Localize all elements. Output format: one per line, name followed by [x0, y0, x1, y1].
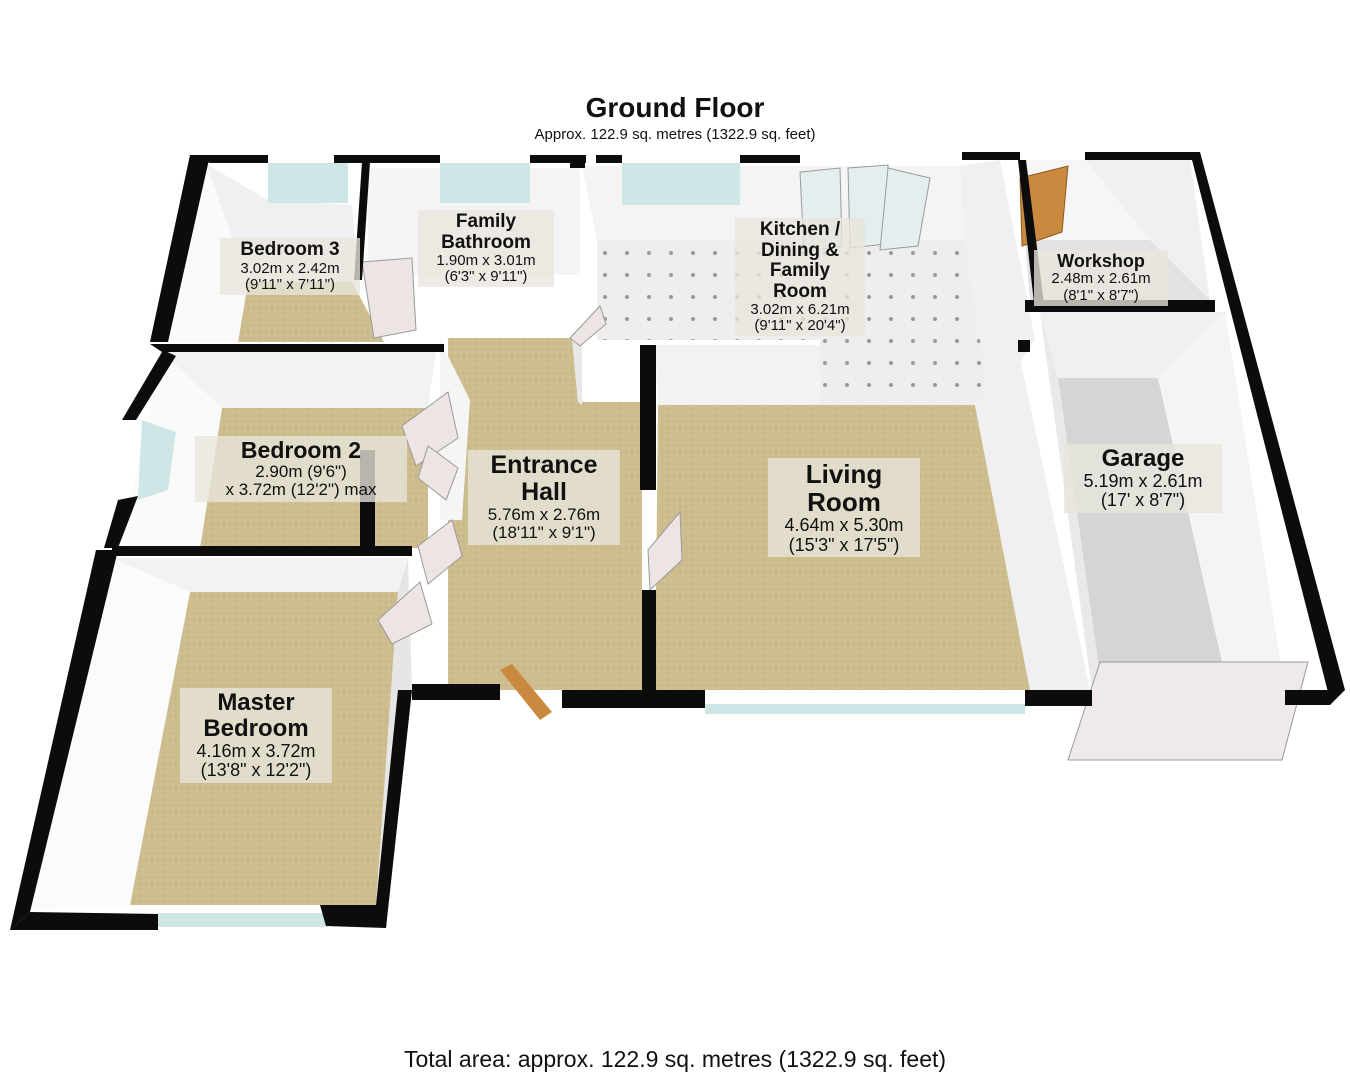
room-name: Bedroom 3 — [240, 239, 340, 260]
room-label-family-bathroom: Family Bathroom 1.90m x 3.01m (6'3" x 9'… — [418, 210, 554, 288]
room-dim-imperial: (6'3" x 9'11") — [444, 268, 528, 286]
room-dim-imperial: (9'11" x 20'4") — [754, 317, 846, 335]
room-name-line2: Room — [807, 487, 881, 518]
room-name-line2: Bedroom — [203, 714, 309, 742]
room-dim-line2: x 3.72m (12'2") max — [225, 480, 377, 500]
floor-title-block: Ground Floor Approx. 122.9 sq. metres (1… — [460, 92, 890, 143]
bedroom-3-floor — [238, 282, 384, 342]
room-label-garage: Garage 5.19m x 2.61m (17' x 8'7") — [1064, 444, 1222, 513]
room-label-master-bedroom: Master Bedroom 4.16m x 3.72m (13'8" x 12… — [180, 688, 332, 783]
doors — [361, 164, 1309, 761]
windows — [138, 163, 1025, 927]
room-name-line1: Master — [217, 689, 295, 716]
room-dim-metric: 3.02m x 6.21m — [750, 301, 850, 319]
floor-title: Ground Floor — [585, 92, 765, 123]
room-dim-imperial: (13'8" x 12'2") — [200, 760, 312, 781]
room-dim-metric: 4.64m x 5.30m — [784, 515, 904, 536]
room-name-line1: Living — [805, 459, 883, 489]
room-name: Bedroom 2 — [240, 437, 362, 463]
room-name-line1: Family — [455, 211, 517, 232]
room-name-line2: Dining & — [760, 239, 840, 261]
room-name-line2: Hall — [521, 478, 567, 506]
room-name-line2: Bathroom — [441, 231, 531, 253]
room-dim-metric: 5.76m x 2.76m — [487, 505, 601, 524]
room-label-kitchen-dining-family-room: Kitchen / Dining & Family Room 3.02m x 6… — [735, 218, 865, 337]
room-label-living-room: Living Room 4.64m x 5.30m (15'3" x 17'5"… — [768, 458, 920, 558]
room-name-line1: Kitchen / — [759, 219, 841, 240]
room-name: Workshop — [1057, 251, 1145, 271]
room-dim-metric: 2.48m x 2.61m — [1051, 270, 1151, 288]
room-dim-imperial: (17' x 8'7") — [1100, 490, 1186, 511]
room-label-entrance-hall: Entrance Hall 5.76m x 2.76m (18'11" x 9'… — [468, 450, 620, 545]
room-dim-imperial: (9'11" x 7'11") — [244, 275, 336, 293]
room-dim-line1: 2.90m (9'6") — [255, 461, 347, 481]
room-label-workshop: Workshop 2.48m x 2.61m (8'1" x 8'7") — [1034, 250, 1168, 306]
room-dim-metric: 4.16m x 3.72m — [196, 740, 316, 761]
room-name-line1: Entrance — [490, 451, 598, 479]
total-area-caption: Total area: approx. 122.9 sq. metres (13… — [403, 1046, 947, 1072]
room-dim-imperial: (18'11" x 9'1") — [492, 523, 596, 543]
room-dim-metric: 5.19m x 2.61m — [1083, 470, 1203, 491]
room-dim-imperial: (15'3" x 17'5") — [788, 534, 900, 555]
room-name-line4: Room — [773, 280, 827, 302]
room-label-bedroom-2: Bedroom 2 2.90m (9'6") x 3.72m (12'2") m… — [195, 436, 407, 502]
walls — [10, 152, 1345, 930]
room-dim-metric: 3.02m x 2.42m — [240, 259, 340, 277]
room-label-bedroom-3: Bedroom 3 3.02m x 2.42m (9'11" x 7'11") — [220, 238, 360, 295]
room-name-line3: Family — [769, 260, 831, 282]
room-dim-metric: 1.90m x 3.01m — [436, 252, 536, 270]
floor-area-subtitle: Approx. 122.9 sq. metres (1322.9 sq. fee… — [534, 126, 816, 143]
front-door — [500, 664, 552, 720]
room-dim-imperial: (8'1" x 8'7") — [1063, 286, 1139, 304]
room-name: Garage — [1101, 445, 1185, 472]
